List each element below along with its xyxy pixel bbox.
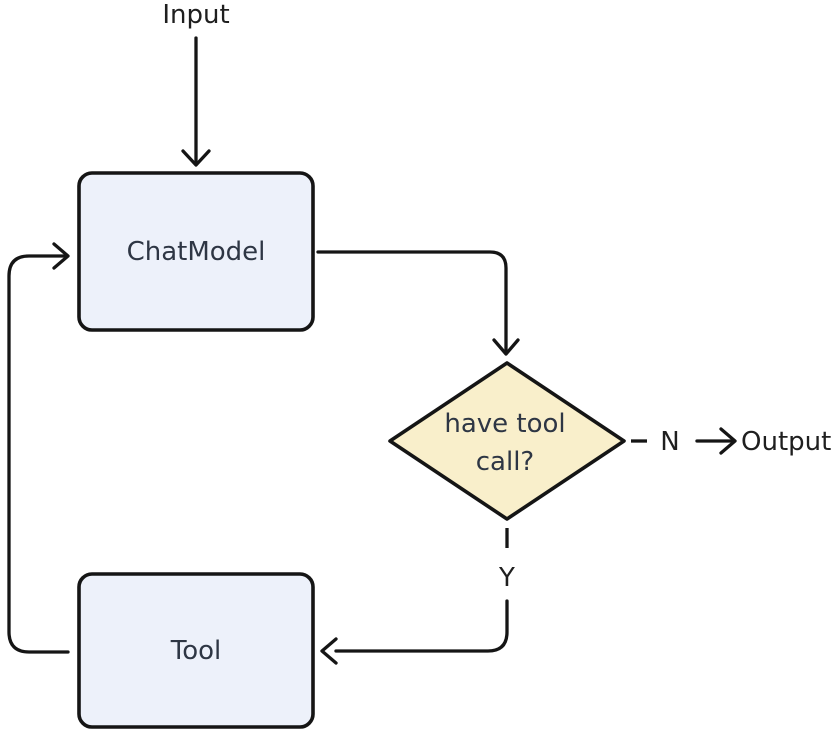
- chatmodel-node: [77, 171, 315, 332]
- yes-label: Y: [498, 563, 515, 593]
- tool-to-chatmodel-arrow: [7, 254, 70, 654]
- chatmodel-label: ChatModel: [127, 237, 266, 267]
- no-label: N: [660, 427, 679, 457]
- decision-node: [388, 361, 626, 521]
- chatmodel-to-decision-arrow: [316, 250, 508, 352]
- yes-to-tool-arrow: [334, 599, 509, 653]
- decision-label-line2: call?: [476, 447, 534, 477]
- tool-node: [77, 572, 315, 729]
- output-arrowhead-icon: [719, 427, 737, 455]
- decision-arrowhead-icon: [492, 338, 520, 356]
- output-label: Output: [741, 427, 831, 457]
- input-label: Input: [162, 0, 229, 30]
- decision-label-line1: have tool: [444, 409, 565, 439]
- input-arrowhead-icon: [181, 149, 211, 167]
- tool-label: Tool: [170, 636, 222, 666]
- tool-arrowhead-icon: [320, 637, 338, 665]
- chatmodel-arrowhead-icon: [52, 242, 70, 270]
